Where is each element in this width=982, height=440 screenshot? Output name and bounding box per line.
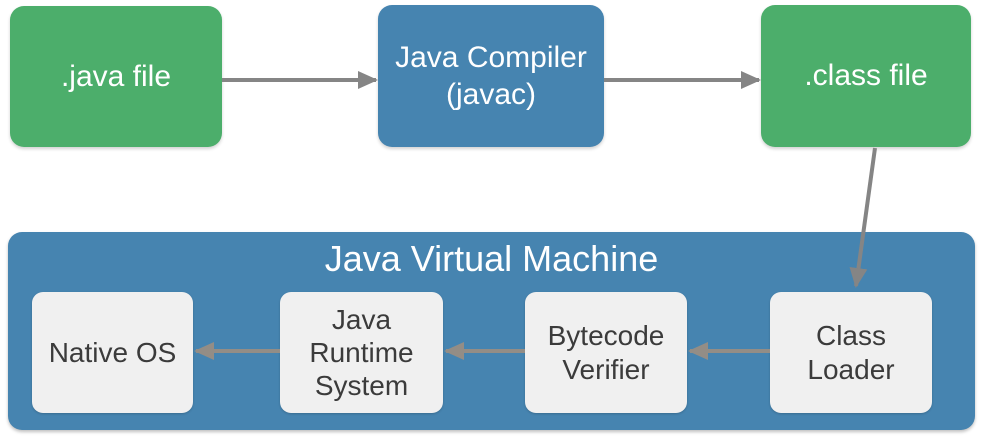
node-class-file-label: .class file	[804, 59, 928, 93]
node-bytecode-verifier-label-2: Verifier	[562, 353, 650, 385]
node-bytecode-verifier: Bytecode Verifier	[525, 292, 687, 413]
jvm-title: Java Virtual Machine	[324, 238, 659, 279]
node-java-compiler-label: Java Compiler	[395, 40, 587, 74]
node-class-loader: Class Loader	[770, 292, 932, 413]
node-class-loader-label-2: Loader	[807, 353, 895, 385]
node-java-runtime-system: Java Runtime System	[280, 292, 443, 413]
node-java-runtime-system-label-1: Java	[331, 303, 392, 335]
node-class-loader-label-1: Class	[815, 320, 886, 352]
node-java-runtime-system-label-2: Runtime	[309, 336, 414, 368]
node-java-runtime-system-label-3: System	[314, 370, 409, 402]
node-native-os-label: Native OS	[48, 336, 177, 368]
node-java-file-label: .java file	[60, 59, 172, 93]
node-java-file: .java file	[10, 6, 222, 147]
node-native-os: Native OS	[32, 292, 193, 413]
node-bytecode-verifier-label-1: Bytecode	[547, 320, 665, 352]
node-java-compiler-sublabel: (javac)	[445, 78, 536, 111]
node-class-file: .class file	[761, 5, 971, 147]
node-java-compiler: Java Compiler (javac)	[378, 5, 604, 147]
